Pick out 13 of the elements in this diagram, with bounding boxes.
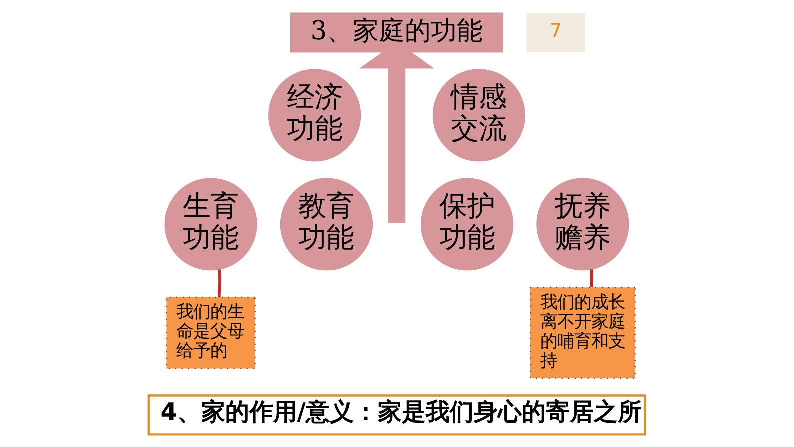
- node-circle: 生育功能: [164, 178, 258, 270]
- node-box: 我们的生命是父母给予的: [166, 296, 256, 369]
- connector: [590, 269, 594, 287]
- node-circle: 经济功能: [268, 68, 362, 162]
- node-circle: 保护功能: [420, 178, 514, 270]
- node-circle: 教育功能: [280, 178, 374, 270]
- node-circle: 情感交流: [432, 68, 526, 162]
- node-circle: 抚养赡养: [536, 178, 630, 270]
- node-box: 我们的成长离不开家庭的哺育和支持: [530, 286, 636, 378]
- label: 7: [550, 19, 562, 42]
- connector: [218, 269, 222, 297]
- node-box: 4、家的作用/意义：家是我们身心的寄居之所: [148, 394, 646, 436]
- node-box: 3、家庭的功能: [290, 12, 504, 52]
